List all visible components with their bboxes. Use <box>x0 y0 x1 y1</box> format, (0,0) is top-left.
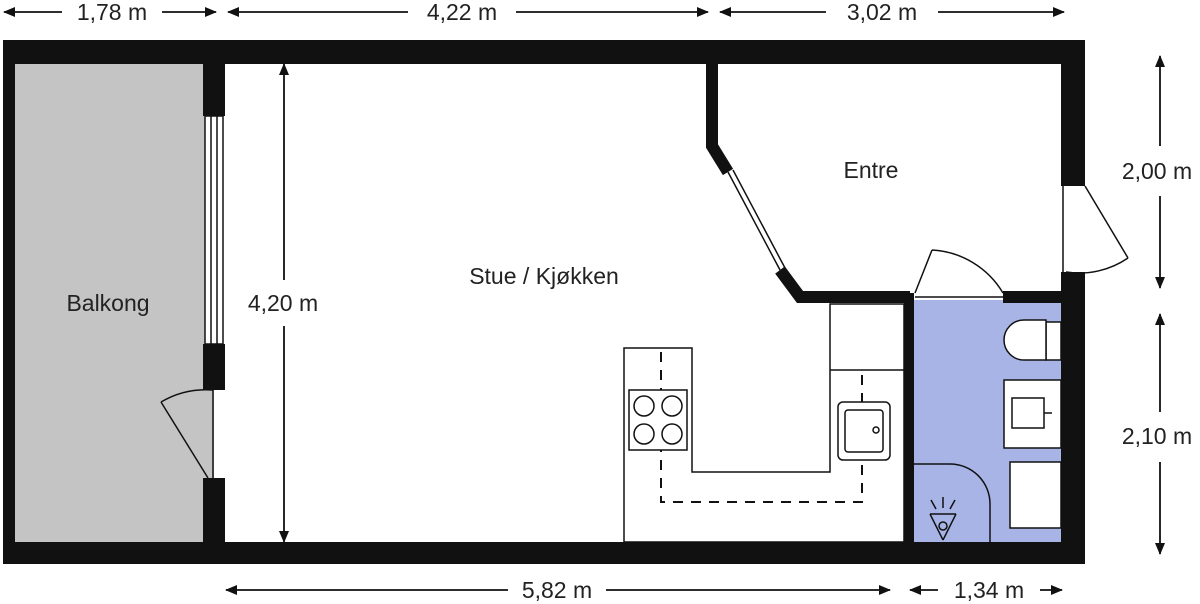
sink-icon <box>837 401 891 461</box>
dimension-label: 5,82 m <box>522 577 592 603</box>
room-label-entrance: Entre <box>844 157 899 183</box>
dimension-label: 4,20 m <box>248 290 318 316</box>
entrance-walls <box>706 62 1066 544</box>
dimension-label: 4,22 m <box>427 0 497 25</box>
dimension-label: 1,78 m <box>77 0 147 25</box>
sink-icon <box>1003 379 1062 449</box>
balcony-floor <box>14 62 214 542</box>
shower-icon <box>910 463 991 542</box>
dimension-lines <box>3 7 1165 595</box>
outer-walls <box>3 40 1085 564</box>
dimension-label: 2,00 m <box>1122 158 1192 184</box>
kitchen-counter <box>623 303 905 543</box>
dimension-label: 2,10 m <box>1122 423 1192 449</box>
bathroom-cabinet <box>1009 461 1062 529</box>
door-swing-icon <box>1062 185 1129 274</box>
room-label-balcony: Balkong <box>66 290 149 316</box>
door-swing-icon <box>914 249 1004 298</box>
door-swing-icon <box>160 388 214 479</box>
stove-burner-icon <box>628 389 688 451</box>
dimension-label: 1,34 m <box>954 577 1024 603</box>
dimension-label: 3,02 m <box>847 0 917 25</box>
room-label-living-kitchen: Stue / Kjøkken <box>469 263 619 289</box>
door-opening <box>727 169 786 271</box>
toilet-icon <box>1003 319 1062 361</box>
window-icon <box>204 115 224 345</box>
